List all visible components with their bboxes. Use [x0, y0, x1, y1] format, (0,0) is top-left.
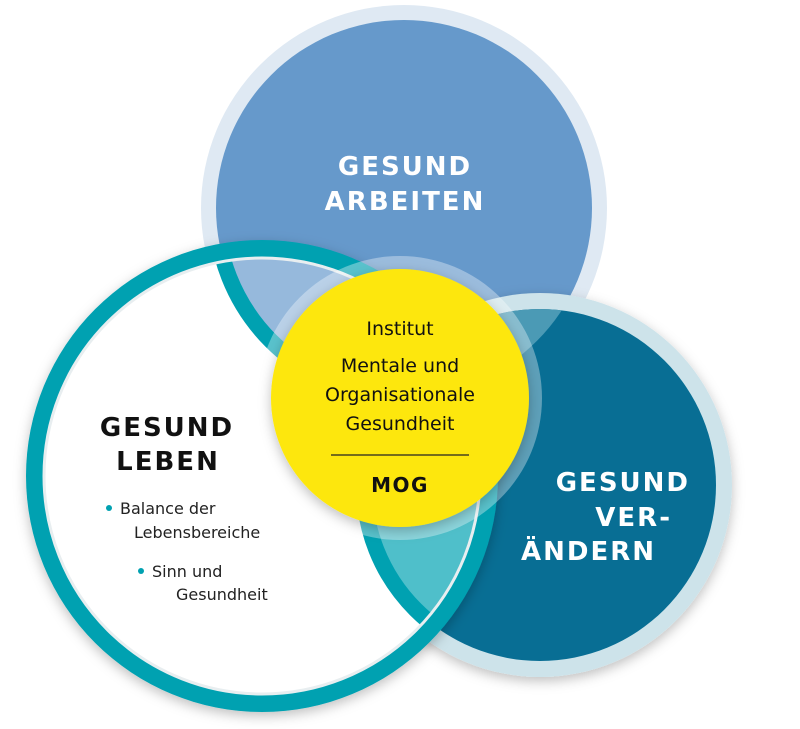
center-line2: Mentale und: [341, 355, 459, 377]
center-abbr: MOG: [371, 473, 429, 497]
veraendern-line2: VER-: [595, 503, 672, 533]
center-line3: Organisationale: [325, 384, 475, 406]
bullet-icon: [138, 568, 144, 574]
arbeiten-line2: ARBEITEN: [325, 187, 486, 217]
center-circle: [271, 269, 529, 527]
leben-bullet2-line1: Sinn und: [152, 562, 222, 581]
center-line1: Institut: [366, 318, 433, 340]
veraendern-line1: GESUND: [556, 468, 690, 498]
arbeiten-line1: GESUND: [338, 152, 472, 182]
leben-line1: GESUND: [100, 413, 234, 443]
leben-line2: LEBEN: [116, 447, 220, 477]
leben-bullet1-line2: Lebensbereiche: [134, 523, 260, 542]
leben-bullet2-line2: Gesundheit: [176, 585, 268, 604]
center-line4: Gesundheit: [346, 413, 455, 435]
veraendern-line3: ÄNDERN: [521, 535, 656, 567]
leben-bullet1-line1: Balance der: [120, 499, 216, 518]
bullet-icon: [106, 505, 112, 511]
